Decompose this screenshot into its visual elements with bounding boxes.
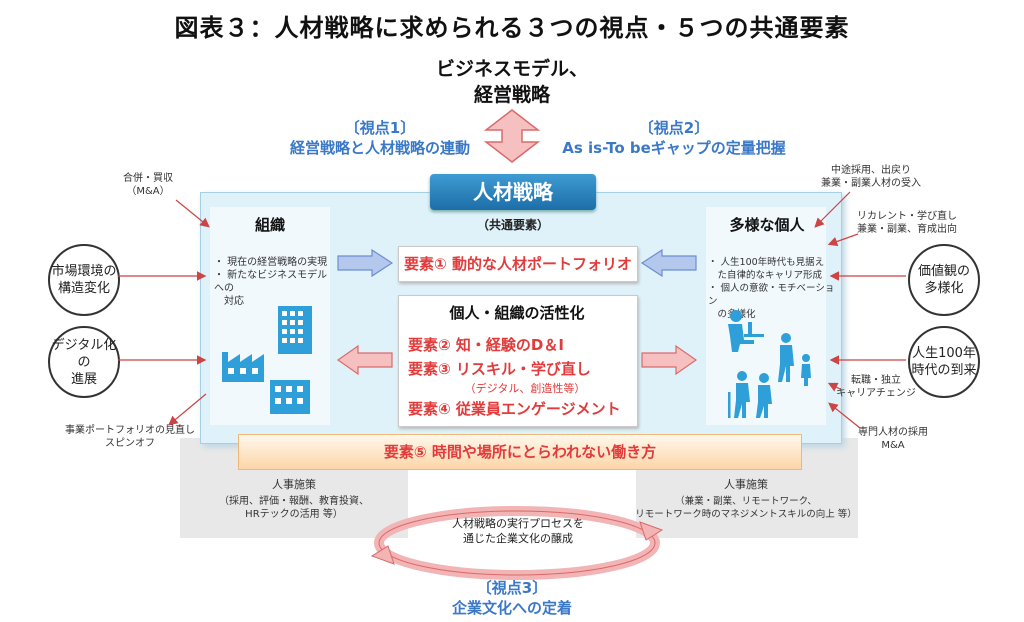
organization-bullet-1: ・ 現在の経営戦略の実現	[214, 257, 328, 268]
organization-title: 組織	[254, 216, 285, 234]
figure-title: 図表３：人材戦略に求められる３つの視点・５つの共通要素	[174, 14, 850, 42]
hr-measures-right-title: 人事施策	[724, 478, 768, 491]
left-arrow-icon	[640, 248, 697, 278]
external-digital-circle: デジタル化の進展	[48, 326, 120, 398]
culture-process-line-2: 通じた企業文化の醸成	[463, 532, 573, 545]
arrow-portfolio	[168, 393, 207, 426]
activation-title: 個人・組織の活性化	[449, 304, 585, 322]
common-elements-label: （共通要素）	[476, 218, 549, 232]
activation-box	[398, 295, 638, 427]
viewpoint-2-label: 〔視点2〕	[638, 119, 710, 137]
viewpoint-1-text: 経営戦略と人材戦略の連動	[289, 139, 470, 157]
hr-measures-left-line-1: （採用、評価・報酬、教育投資、	[219, 496, 369, 507]
element-5: 要素⑤ 時間や場所にとらわれない働き方	[238, 434, 802, 470]
external-career-line-2: キャリアチェンジ	[836, 388, 916, 399]
individual-bullet-2: た自律的なキャリア形成	[708, 270, 823, 281]
viewpoint-3: 〔視点3〕 企業文化への定着	[412, 578, 612, 618]
vertical-double-arrow-icon	[483, 109, 541, 163]
external-recurrent: リカレント・学び直し 兼業・副業、育成出向	[842, 210, 972, 236]
business-model-line-2: 経営戦略	[473, 84, 550, 106]
external-ma: 合併・買収 （M&A）	[98, 172, 198, 198]
culture-process-text: 人材戦略の実行プロセスを 通じた企業文化の醸成	[420, 516, 616, 546]
external-digital-line-1: デジタル化の	[51, 337, 117, 370]
external-portfolio-line-2: スピンオフ	[105, 438, 155, 449]
viewpoint-2: 〔視点2〕 As is-To beギャップの定量把握	[552, 118, 796, 158]
viewpoint-1-label: 〔視点1〕	[344, 119, 416, 137]
individual-bullet-1: ・ 人生100年時代も見据え	[708, 257, 825, 268]
external-market-line-2: 構造変化	[57, 281, 110, 296]
element-3: 要素③ リスキル・学び直し	[408, 360, 591, 378]
culture-cycle-icon	[370, 506, 664, 580]
external-specialist-line-2: M&A	[881, 440, 905, 451]
external-midcareer-line-1: 中途採用、出戻り	[831, 165, 911, 176]
external-portfolio: 事業ポートフォリオの見直し スピンオフ	[60, 424, 200, 450]
hr-measures-right: 人事施策 （兼業・副業、リモートワーク、 リモートワーク時のマネジメントスキルの…	[628, 478, 864, 521]
culture-process-line-1: 人材戦略の実行プロセスを	[452, 517, 584, 530]
external-values-line-2: 多様化	[924, 281, 964, 296]
external-life100-line-2: 時代の到来	[911, 363, 977, 378]
external-portfolio-line-1: 事業ポートフォリオの見直し	[65, 425, 195, 436]
external-midcareer-line-2: 兼業・副業人材の受入	[821, 178, 921, 189]
viewpoint-2-text: As is-To beギャップの定量把握	[562, 139, 786, 157]
organization-bullets: ・ 現在の経営戦略の実現 ・ 新たなビジネスモデルへの 対応	[214, 256, 334, 308]
external-ma-line-1: 合併・買収	[123, 173, 173, 184]
organization-bullet-2: ・ 新たなビジネスモデルへの	[214, 270, 328, 294]
buildings-icon	[222, 306, 312, 414]
external-ma-line-2: （M&A）	[126, 186, 170, 197]
hr-measures-left-title: 人事施策	[272, 478, 316, 491]
hr-measures-right-line-2: リモートワーク時のマネジメントスキルの向上 等）	[635, 509, 857, 520]
hr-measures-right-line-1: （兼業・副業、リモートワーク、	[675, 496, 817, 507]
right-arrow-icon	[337, 248, 394, 278]
element-4: 要素④ 従業員エンゲージメント	[408, 400, 621, 418]
viewpoint-3-label: 〔視点3〕	[476, 579, 548, 597]
business-model-label: ビジネスモデル、 経営戦略	[412, 56, 612, 108]
external-digital-line-2: 進展	[70, 371, 97, 387]
external-specialist: 専門人材の採用 M&A	[848, 426, 938, 452]
external-career-line-1: 転職・独立	[851, 375, 901, 386]
individual-bullet-3: ・ 個人の意欲・モチベーション	[708, 283, 835, 307]
element-1: 要素① 動的な人材ポートフォリオ	[398, 246, 638, 282]
individual-title: 多様な個人	[729, 216, 805, 234]
hr-strategy-title: 人材戦略	[430, 174, 596, 210]
external-values-circle: 価値観の多様化	[908, 244, 980, 316]
organization-bullet-3: 対応	[214, 296, 244, 307]
external-life100-circle: 人生100年時代の到来	[908, 326, 980, 398]
hr-measures-left: 人事施策 （採用、評価・報酬、教育投資、 HRテックの活用 等）	[180, 478, 408, 521]
external-specialist-line-1: 専門人材の採用	[858, 427, 928, 438]
right-arrow-red-icon	[641, 344, 698, 376]
element-3-sub: （デジタル、創造性等）	[464, 382, 586, 395]
external-market-circle: 市場環境の構造変化	[48, 244, 120, 316]
external-career: 転職・独立 キャリアチェンジ	[836, 374, 916, 400]
people-icon	[728, 310, 811, 418]
business-model-line-1: ビジネスモデル、	[435, 58, 588, 80]
arrow-recurrent	[827, 233, 859, 247]
element-2: 要素② 知・経験のD＆I	[408, 336, 564, 354]
external-recurrent-line-2: 兼業・副業、育成出向	[857, 224, 957, 235]
left-arrow-red-icon	[336, 344, 393, 376]
external-midcareer: 中途採用、出戻り 兼業・副業人材の受入	[806, 164, 936, 190]
arrow-specialist	[828, 402, 861, 429]
viewpoint-3-text: 企業文化への定着	[451, 599, 572, 617]
hr-measures-left-line-2: HRテックの活用 等）	[245, 509, 343, 520]
arrow-career	[827, 382, 843, 392]
arrow-ma	[175, 199, 210, 228]
viewpoint-1: 〔視点1〕 経営戦略と人材戦略の連動	[280, 118, 480, 158]
external-values-line-1: 価値観の	[917, 264, 970, 279]
external-life100-line-1: 人生100年	[912, 346, 976, 361]
arrow-midcareer	[814, 191, 851, 228]
external-recurrent-line-1: リカレント・学び直し	[857, 211, 957, 222]
external-market-line-1: 市場環境の	[51, 264, 117, 279]
